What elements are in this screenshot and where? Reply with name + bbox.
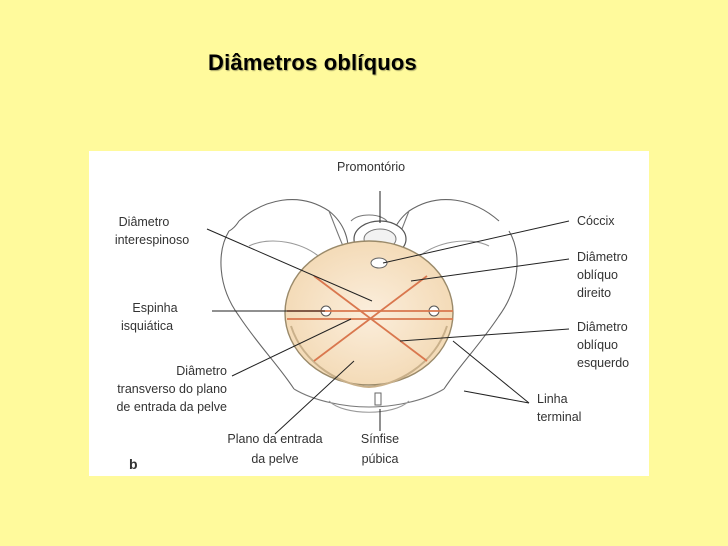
label-plano-1: Plano da entrada [227, 432, 322, 446]
label-promontorio: Promontório [337, 160, 405, 174]
pubic-symphysis-shape [374, 392, 382, 406]
label-espinha-2: isquiática [121, 319, 173, 333]
label-espinha-1: Espinha [132, 301, 177, 315]
pelvis-diagram: Promontório Diâmetro interespinoso Espin… [115, 160, 629, 472]
label-transverso-2: transverso do plano [117, 382, 227, 396]
label-obliquo-direito-2: oblíquo [577, 268, 618, 282]
label-obliquo-esquerdo-1: Diâmetro [577, 320, 628, 334]
label-obliquo-direito-1: Diâmetro [577, 250, 628, 264]
label-plano-2: da pelve [251, 452, 298, 466]
pelvis-figure: Promontório Diâmetro interespinoso Espin… [89, 151, 649, 476]
leader-lines [206, 191, 570, 435]
label-diametro-interespinoso-2: interespinoso [115, 233, 189, 247]
label-coccix: Cóccix [577, 214, 615, 228]
pelvic-inlet [284, 240, 454, 386]
label-diametro-interespinoso-1: Diâmetro [119, 215, 170, 229]
label-obliquo-esquerdo-3: esquerdo [577, 356, 629, 370]
label-obliquo-esquerdo-2: oblíquo [577, 338, 618, 352]
label-linha-2: terminal [537, 410, 581, 424]
label-linha-1: Linha [537, 392, 568, 406]
label-transverso-3: de entrada da pelve [116, 400, 227, 414]
label-obliquo-direito-3: direito [577, 286, 611, 300]
slide-title: Diâmetros oblíquos [208, 50, 417, 75]
label-transverso-1: Diâmetro [176, 364, 227, 378]
label-sinfise-2: púbica [362, 452, 399, 466]
coccyx-shape [370, 257, 388, 269]
panel-letter: b [129, 456, 138, 472]
left-oblique-diameter-line [313, 275, 428, 362]
label-sinfise-1: Sínfise [361, 432, 399, 446]
inlet-rim [290, 325, 448, 389]
